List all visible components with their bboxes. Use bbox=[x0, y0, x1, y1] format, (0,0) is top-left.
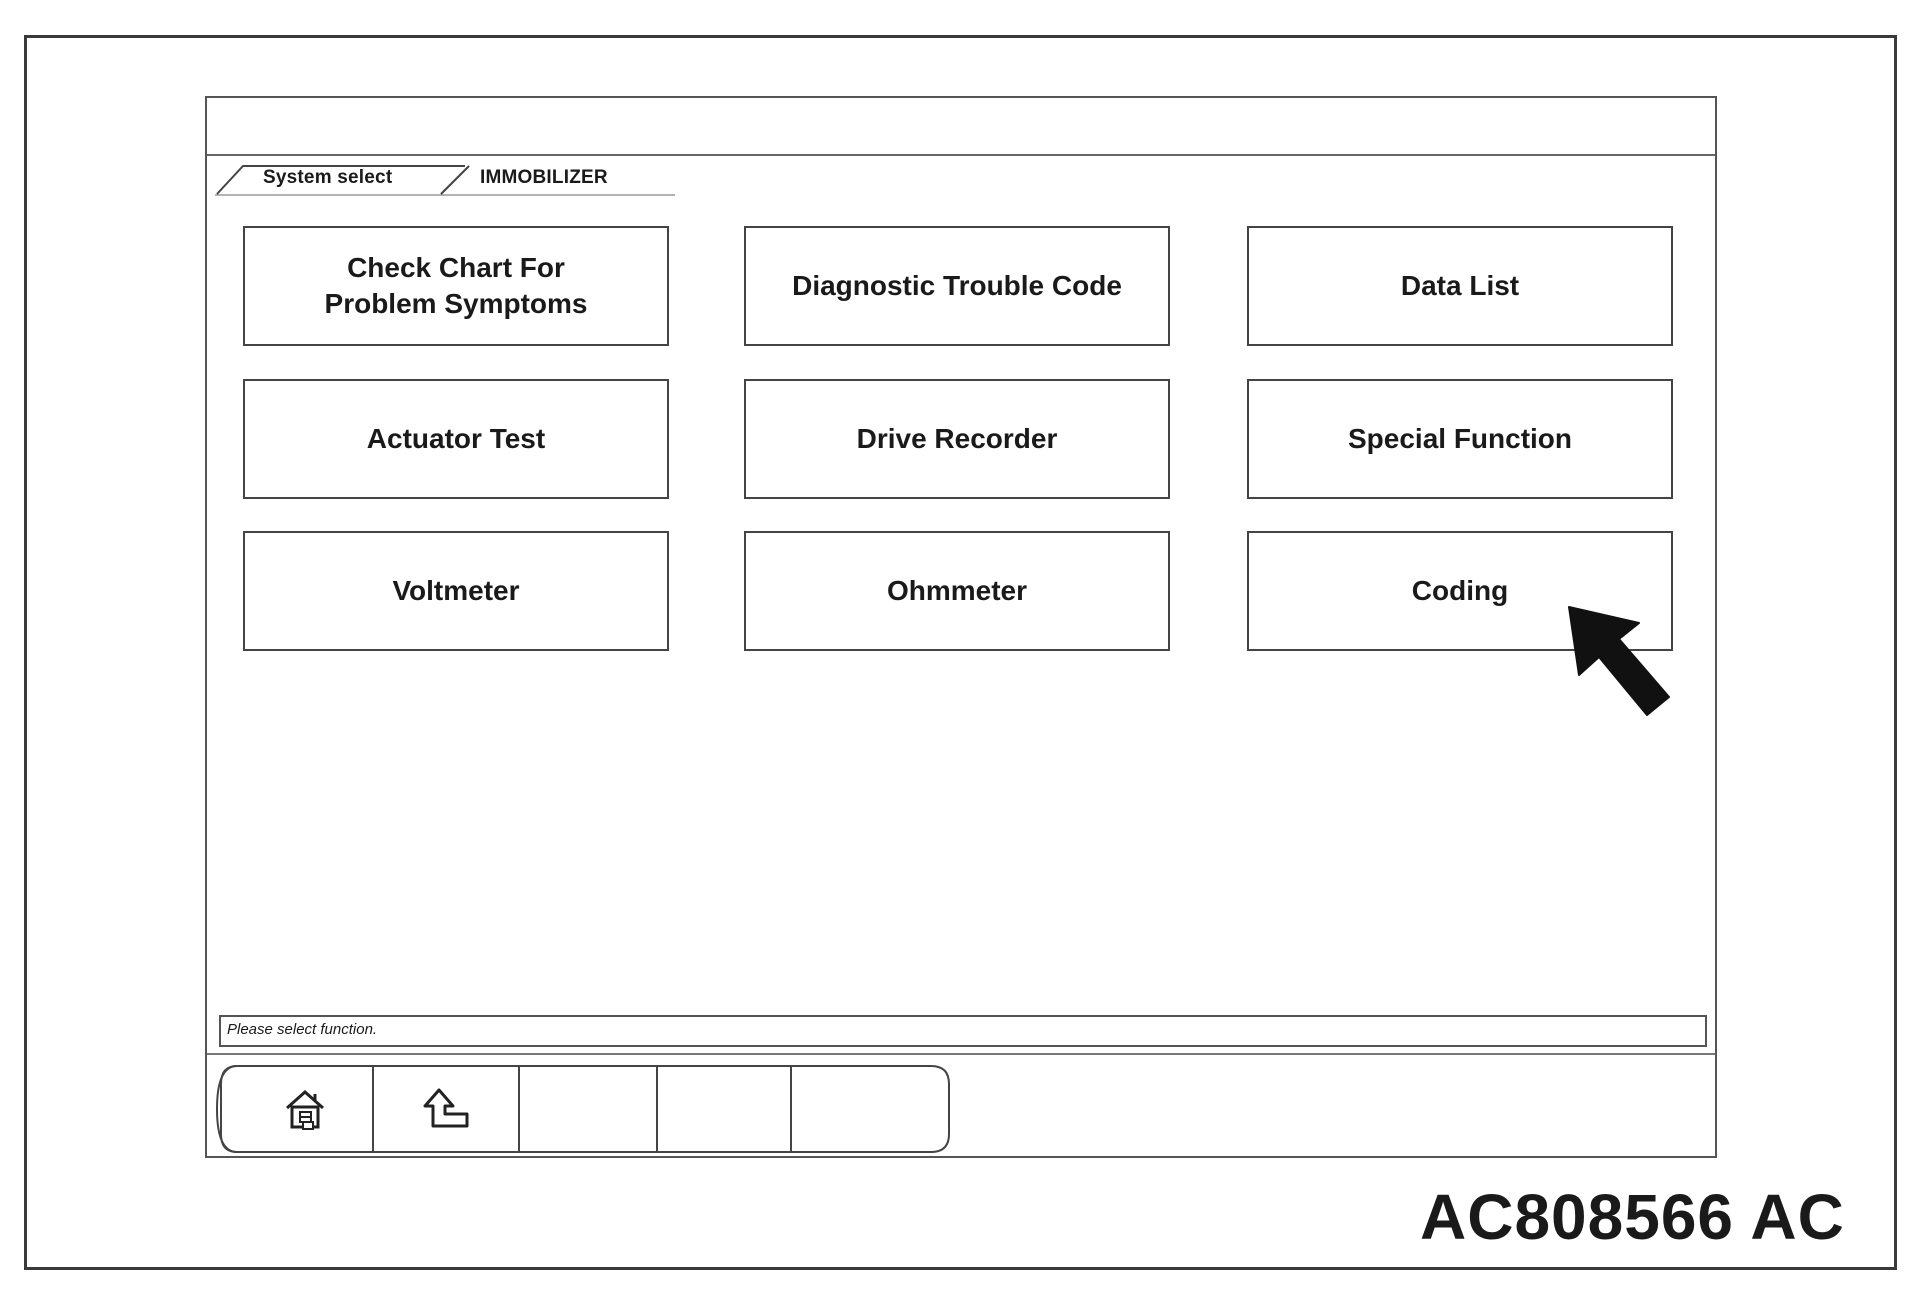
breadcrumb: System select IMMOBILIZER bbox=[215, 164, 675, 196]
diagnostic-trouble-code-button[interactable]: Diagnostic Trouble Code bbox=[744, 226, 1170, 346]
toolbar-divider bbox=[207, 1053, 1715, 1055]
check-chart-label: Check Chart For Problem Symptoms bbox=[324, 252, 588, 319]
toolbar-empty-button-4[interactable] bbox=[659, 1068, 791, 1152]
toolbar-frame bbox=[215, 1065, 950, 1153]
back-button[interactable] bbox=[375, 1068, 519, 1152]
pointer-arrow-icon bbox=[1568, 606, 1670, 716]
home-icon bbox=[286, 1089, 324, 1130]
ohmmeter-button[interactable]: Ohmmeter bbox=[744, 531, 1170, 651]
illustration-frame bbox=[24, 35, 1897, 1270]
title-bar bbox=[207, 98, 1715, 156]
toolbar-empty-button-3[interactable] bbox=[521, 1068, 657, 1152]
breadcrumb-tab-shape bbox=[215, 165, 675, 196]
figure-id: AC808566 AC bbox=[1420, 1181, 1845, 1253]
breadcrumb-item-system-select[interactable]: System select bbox=[263, 167, 393, 188]
back-icon bbox=[423, 1088, 469, 1128]
breadcrumb-item-immobilizer: IMMOBILIZER bbox=[480, 167, 608, 188]
special-function-label: Special Function bbox=[1347, 423, 1573, 454]
actuator-test-button[interactable]: Actuator Test bbox=[243, 379, 669, 499]
actuator-test-label: Actuator Test bbox=[366, 423, 546, 454]
ohmmeter-label: Ohmmeter bbox=[886, 575, 1028, 606]
diagnostic-screen: System select IMMOBILIZER Check Chart Fo… bbox=[205, 96, 1717, 1158]
coding-label: Coding bbox=[1411, 575, 1509, 606]
data-list-label: Data List bbox=[1400, 270, 1520, 301]
toolbar-empty-button-5[interactable] bbox=[793, 1068, 929, 1152]
bottom-toolbar bbox=[215, 1062, 955, 1156]
status-message: Please select function. bbox=[219, 1015, 1707, 1047]
drive-recorder-button[interactable]: Drive Recorder bbox=[744, 379, 1170, 499]
diagnostic-trouble-code-label: Diagnostic Trouble Code bbox=[792, 270, 1122, 301]
special-function-button[interactable]: Special Function bbox=[1247, 379, 1673, 499]
drive-recorder-label: Drive Recorder bbox=[856, 423, 1058, 454]
coding-button[interactable]: Coding bbox=[1247, 531, 1673, 651]
voltmeter-button[interactable]: Voltmeter bbox=[243, 531, 669, 651]
voltmeter-label: Voltmeter bbox=[392, 575, 520, 606]
home-button[interactable] bbox=[237, 1068, 373, 1152]
check-chart-button[interactable]: Check Chart For Problem Symptoms bbox=[243, 226, 669, 346]
data-list-button[interactable]: Data List bbox=[1247, 226, 1673, 346]
